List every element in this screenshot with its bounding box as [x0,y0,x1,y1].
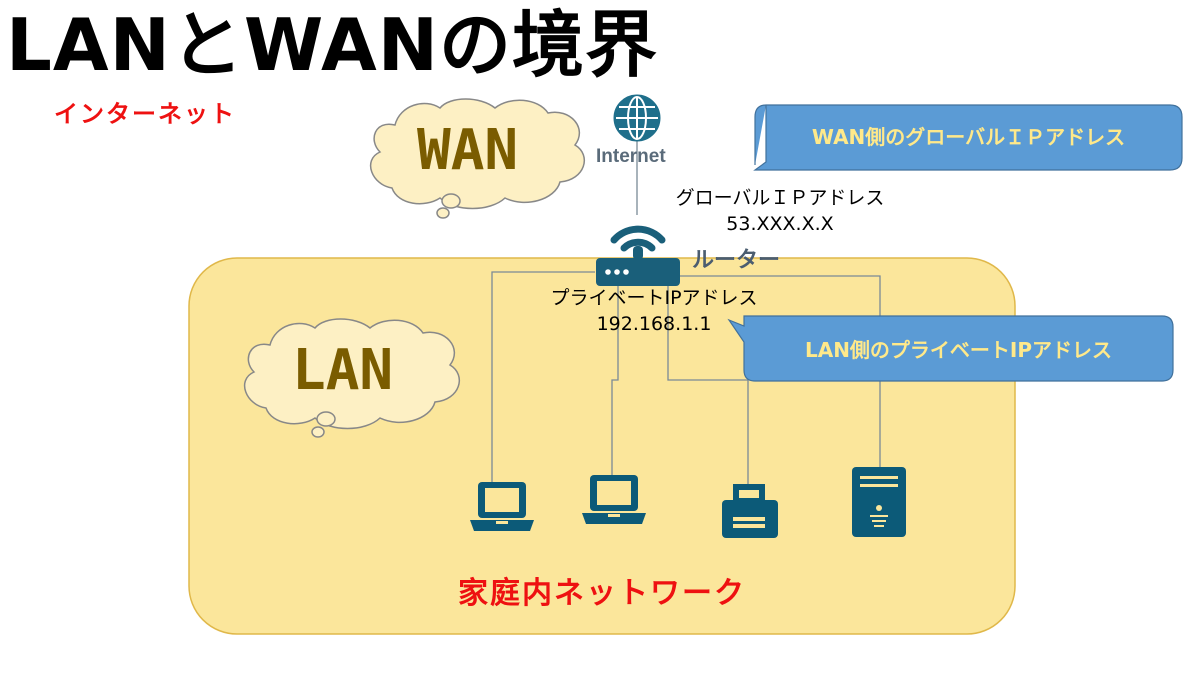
lan-cloud-label: LAN [292,338,394,403]
private-ip-label: プライベートIPアドレス [550,287,758,309]
router-label: ルーター [692,248,781,273]
globe-icon [613,94,661,142]
page-title: LANとWANの境界 [6,3,659,87]
subtitle: インターネット [54,100,236,128]
laptop-icon [582,475,646,524]
connection-lines [491,140,881,484]
home-network-label: 家庭内ネットワーク [458,576,746,611]
wan-callout-text: WAN側のグローバルＩＰアドレス [811,125,1126,149]
lan-callout-shape [727,315,1174,382]
wan-cloud [369,98,585,219]
server-icon [852,467,906,537]
printer-icon [722,484,778,538]
laptop-icon [470,482,534,531]
lan-callout-text: LAN側のプライベートIPアドレス [804,338,1113,362]
lan-cloud [243,318,460,438]
global-ip-label: グローバルＩＰアドレス [675,187,885,209]
wan-callout-shape [753,104,1183,171]
internet-label: Internet [596,146,666,167]
wan-cloud-label: WAN [417,118,519,183]
private-ip-value: 192.168.1.1 [596,313,712,335]
wifi-router-icon [596,225,680,286]
global-ip-value: 53.XXX.X.X [726,213,834,235]
